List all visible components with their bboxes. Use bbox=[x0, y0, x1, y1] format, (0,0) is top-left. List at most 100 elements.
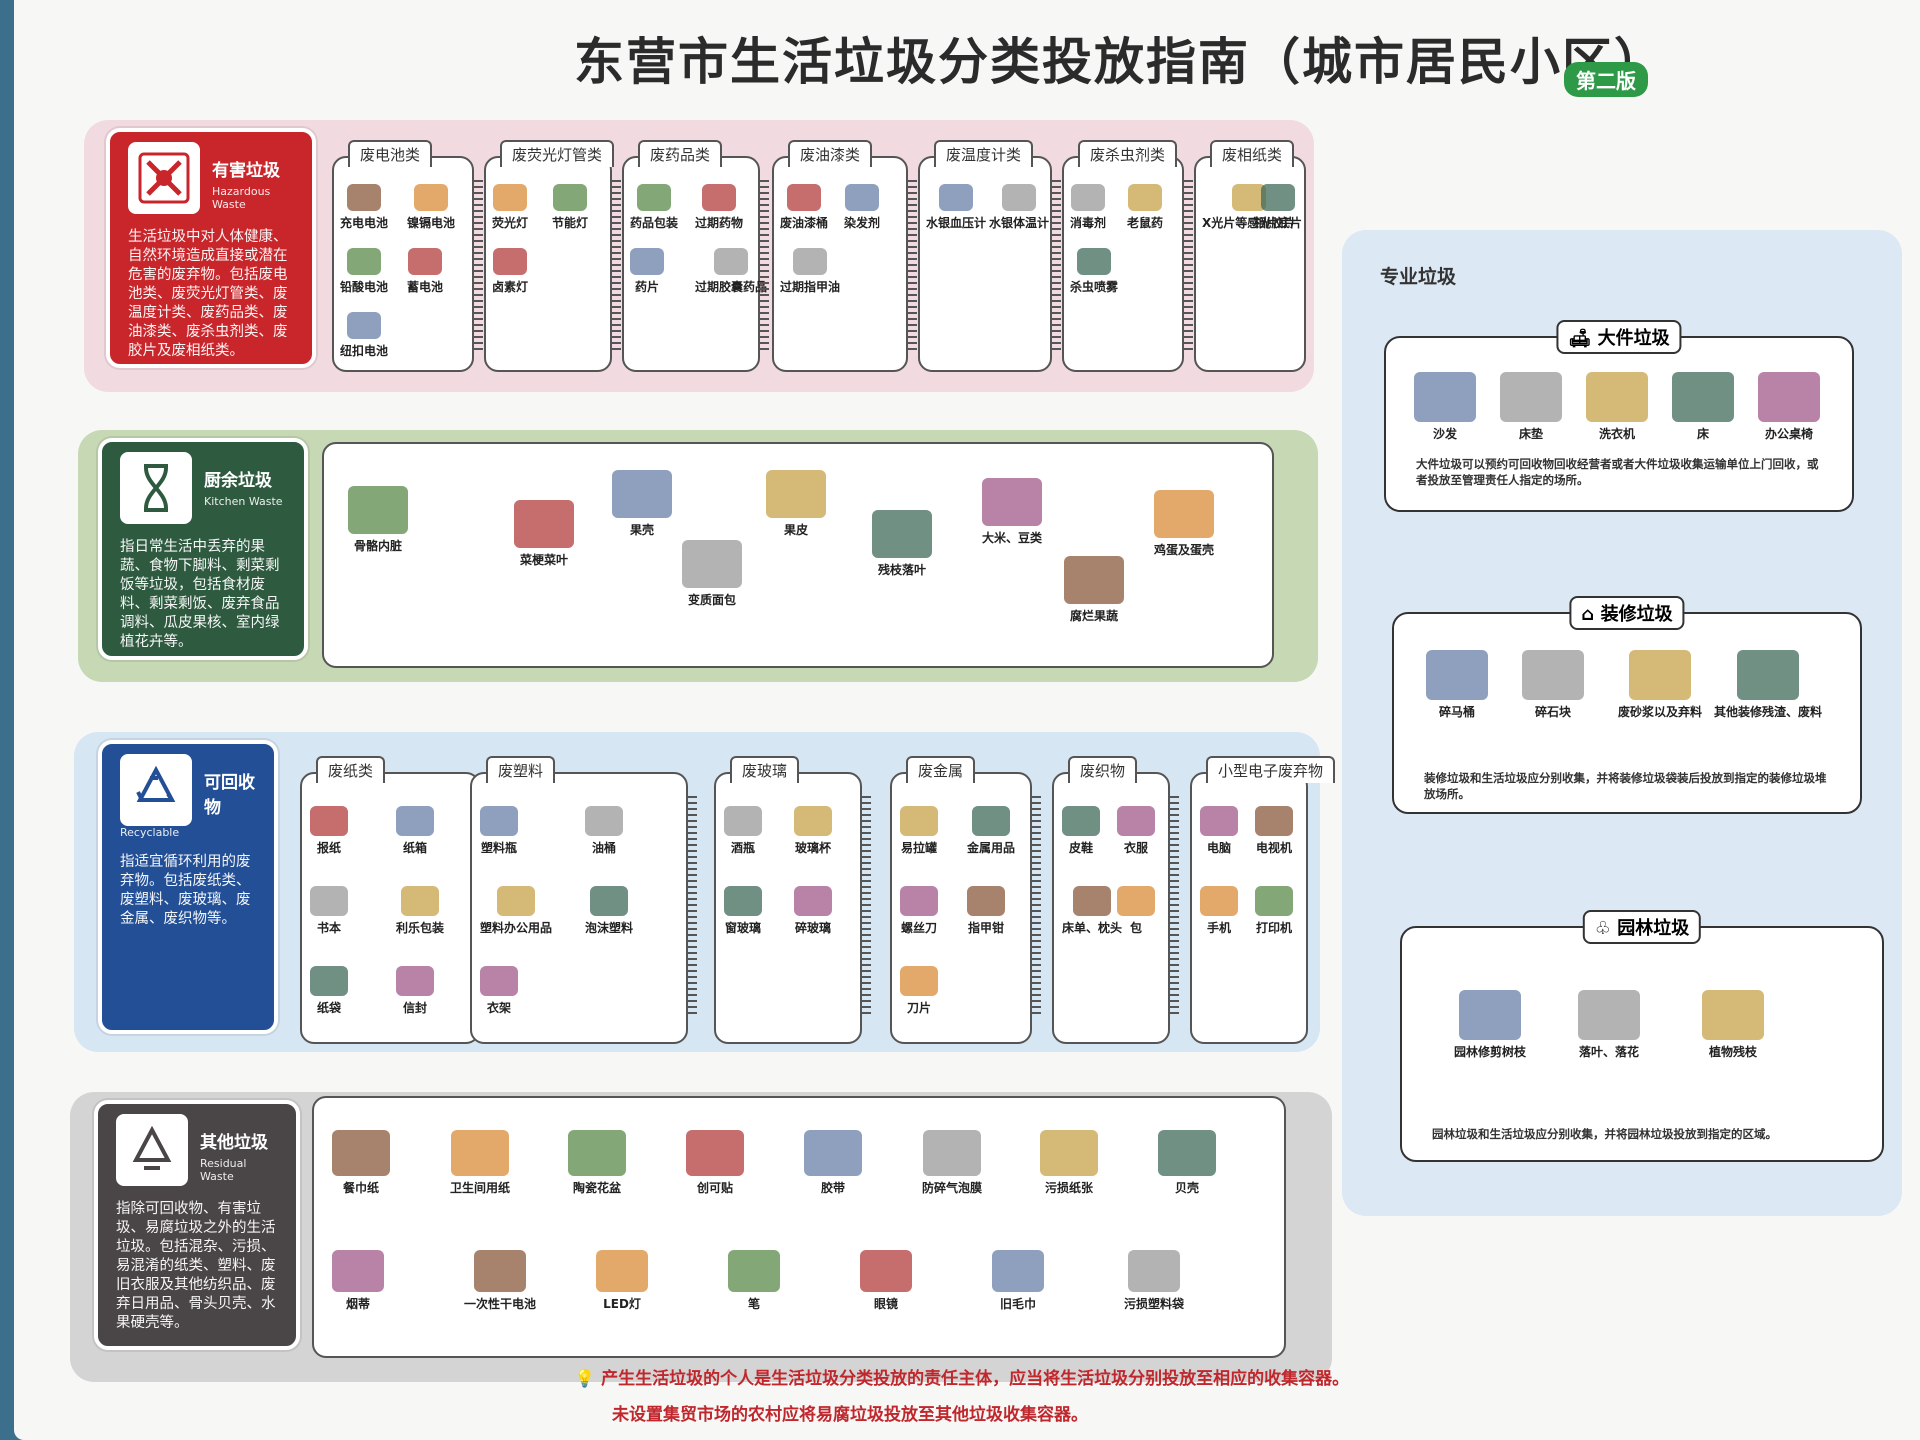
item: 一次性干电池 bbox=[464, 1250, 536, 1312]
item: 皮鞋 bbox=[1062, 806, 1100, 856]
item: 纽扣电池 bbox=[340, 312, 388, 359]
item: 电脑 bbox=[1200, 806, 1238, 856]
renovation-title-text: 装修垃圾 bbox=[1600, 604, 1673, 625]
item-label: 菜梗菜叶 bbox=[519, 553, 568, 567]
item-picture bbox=[724, 806, 762, 837]
item-label: 金属用品 bbox=[967, 841, 1016, 856]
item: 果壳 bbox=[612, 470, 672, 538]
item-picture bbox=[1672, 372, 1734, 422]
kitchen-card: 厨余垃圾 Kitchen Waste 指日常生活中丢弃的果蔬、食物下脚料、剩菜剩… bbox=[98, 438, 308, 660]
item: 菜梗菜叶 bbox=[514, 500, 574, 568]
recycle-group-title: 废玻璃 bbox=[730, 756, 800, 783]
hazardous-name: 有害垃圾 bbox=[212, 161, 280, 181]
item-picture bbox=[1459, 990, 1521, 1040]
kitchen-en: Kitchen Waste bbox=[204, 495, 283, 508]
item-picture bbox=[1128, 184, 1162, 212]
item-picture bbox=[1629, 650, 1691, 700]
item: 卤素灯 bbox=[492, 248, 528, 295]
hazard-group-title: 废温度计类 bbox=[934, 140, 1034, 167]
item-label: 指甲钳 bbox=[967, 921, 1004, 936]
hazard-group-title: 废杀虫剂类 bbox=[1078, 140, 1178, 167]
item: 骨骼内脏 bbox=[348, 486, 408, 554]
item-label: 碎玻璃 bbox=[794, 921, 831, 936]
item-label: 陶瓷花盆 bbox=[572, 1181, 621, 1196]
item-picture bbox=[804, 1130, 862, 1177]
item-label: 手机 bbox=[1206, 921, 1231, 936]
house-icon: ⌂ bbox=[1581, 604, 1595, 625]
garden-note: 园林垃圾和生活垃圾应分别收集，并将园林垃圾投放到指定的区域。 bbox=[1432, 1127, 1777, 1141]
item-label: 创可贴 bbox=[696, 1181, 733, 1196]
item: 卫生间用纸 bbox=[450, 1130, 510, 1196]
item-label: 杀虫喷雾 bbox=[1070, 280, 1119, 295]
item: 荧光灯 bbox=[492, 184, 528, 231]
item-label: 打印机 bbox=[1255, 921, 1292, 936]
item: 过期药物 bbox=[695, 184, 743, 231]
tree-icon: ♧ bbox=[1594, 918, 1611, 939]
item-picture bbox=[332, 1130, 390, 1177]
item-label: 床垫 bbox=[1518, 426, 1543, 441]
renovation-title: ⌂ 装修垃圾 bbox=[1569, 596, 1685, 630]
item-label: 过期药物 bbox=[695, 216, 744, 231]
item: 窗玻璃 bbox=[724, 886, 762, 936]
residual-name: 其他垃圾 bbox=[200, 1133, 268, 1153]
item-picture bbox=[794, 886, 832, 917]
binding-coil bbox=[907, 180, 917, 350]
item: 沙发 bbox=[1414, 372, 1476, 442]
hazard-group-title: 废油漆类 bbox=[788, 140, 873, 167]
item-picture bbox=[1758, 372, 1820, 422]
item: 鸡蛋及蛋壳 bbox=[1154, 490, 1214, 558]
item-picture bbox=[347, 312, 381, 340]
item: 衣架 bbox=[480, 966, 518, 1016]
item-label: 皮鞋 bbox=[1068, 841, 1093, 856]
item-picture bbox=[596, 1250, 648, 1292]
item: 药品包装 bbox=[630, 184, 678, 231]
hazard-group-title: 废荧光灯管类 bbox=[500, 140, 615, 167]
item-picture bbox=[1064, 556, 1124, 604]
item: 洗衣机 bbox=[1586, 372, 1648, 442]
item-picture bbox=[1522, 650, 1584, 700]
item: 玻璃杯 bbox=[794, 806, 832, 856]
item-label: 刀片 bbox=[906, 1001, 931, 1016]
item-picture bbox=[1255, 886, 1293, 917]
garden-title: ♧ 园林垃圾 bbox=[1582, 910, 1702, 944]
item-picture bbox=[728, 1250, 780, 1292]
item-label: 落叶、落花 bbox=[1578, 1044, 1639, 1059]
item-picture bbox=[1200, 886, 1238, 917]
binding-coil bbox=[611, 180, 621, 350]
kitchen-icon bbox=[120, 452, 192, 524]
item-label: 铅酸电池 bbox=[340, 280, 389, 295]
item-label: 卫生间用纸 bbox=[450, 1181, 511, 1196]
item: 杀虫喷雾 bbox=[1070, 248, 1118, 295]
item: 变质面包 bbox=[682, 540, 742, 608]
item-label: 报纸 bbox=[316, 841, 341, 856]
item: X光片等感光胶片 bbox=[1202, 184, 1295, 231]
item-picture bbox=[451, 1130, 509, 1177]
item-picture bbox=[872, 510, 932, 558]
item-label: 蓄电池 bbox=[407, 280, 444, 295]
footer-line-1-text: 产生生活垃圾的个人是生活垃圾分类投放的责任主体，应当将生活垃圾分别投放至相应的收… bbox=[601, 1369, 1350, 1389]
item: 书本 bbox=[310, 886, 348, 936]
item-picture bbox=[1154, 490, 1214, 538]
item-label: 其他装修残渣、废料 bbox=[1714, 704, 1823, 719]
item-label: 贝壳 bbox=[1174, 1181, 1199, 1196]
item: 床单、枕头 bbox=[1062, 886, 1122, 936]
item: 笔 bbox=[728, 1250, 780, 1312]
item-picture bbox=[310, 966, 348, 997]
recyclable-card: 可回收物 Recyclable 指适宜循环利用的废弃物。包括废纸类、废塑料、废玻… bbox=[98, 740, 278, 1034]
item-picture bbox=[568, 1130, 626, 1177]
renovation-note: 装修垃圾和生活垃圾应分别收集，并将装修垃圾袋装后投放到指定的装修垃圾堆放场所。 bbox=[1424, 771, 1827, 801]
binding-coil bbox=[687, 796, 697, 1016]
item: 碎马桶 bbox=[1426, 650, 1488, 720]
item: 水银血压计 bbox=[926, 184, 986, 231]
item: 易拉罐 bbox=[900, 806, 938, 856]
item: 眼镜 bbox=[860, 1250, 912, 1312]
recycle-group-title: 废塑料 bbox=[486, 756, 556, 783]
item: 园林修剪树枝 bbox=[1454, 990, 1526, 1060]
sofa-icon: 🛋 bbox=[1568, 328, 1592, 349]
item-picture bbox=[480, 966, 518, 997]
item-picture bbox=[590, 886, 628, 917]
item: 利乐包装 bbox=[396, 886, 444, 936]
item-label: 烟蒂 bbox=[345, 1296, 370, 1311]
item: 泡沫塑料 bbox=[585, 886, 633, 936]
item: 螺丝刀 bbox=[900, 886, 938, 936]
